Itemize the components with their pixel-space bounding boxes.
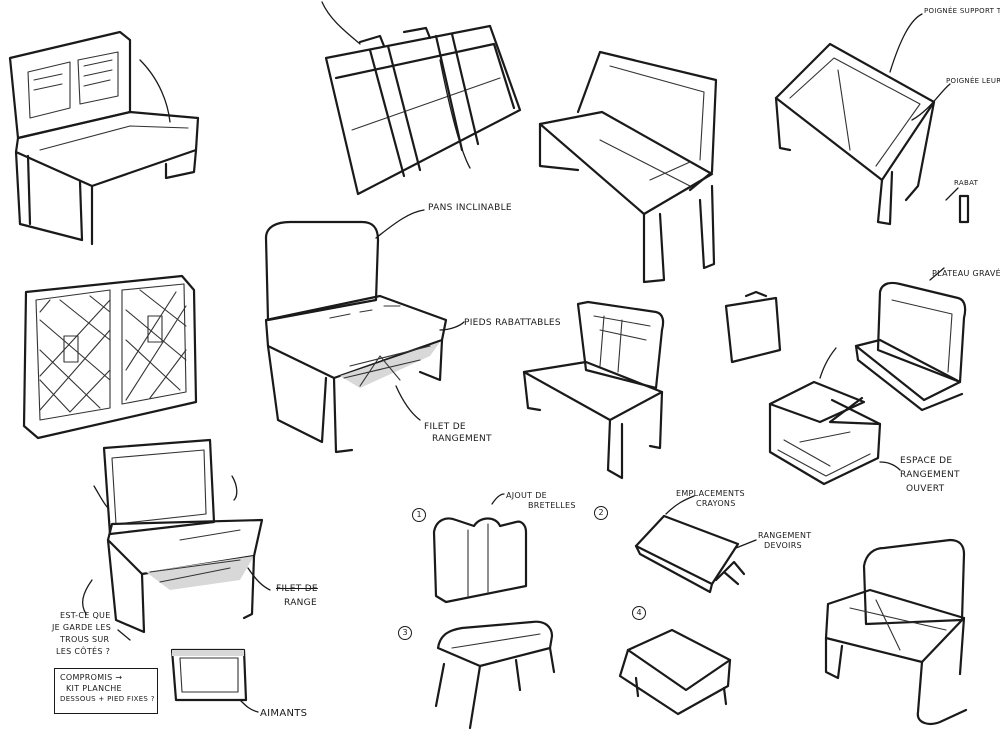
- note-rangement-devoirs-1: Rangement: [758, 531, 812, 540]
- sketch-writing-board-variant: [634, 495, 757, 594]
- question-leader: [117, 629, 131, 641]
- sketch-backpack-variant: [432, 493, 528, 604]
- note-emplacements-crayons-2: crayons: [696, 499, 736, 508]
- sketch-slanted-board: [774, 13, 970, 226]
- note-compromis-3: dessous + pied fixes ?: [60, 695, 155, 703]
- sketch-chair-backrest: [522, 300, 665, 480]
- note-espace-rangement-2: rangement: [900, 470, 960, 480]
- note-pieds-rabattables: Pieds rabattables: [464, 318, 561, 328]
- note-filet-rangement-2: rangement: [432, 434, 492, 444]
- sketch-central-bench: [264, 209, 465, 454]
- note-question-2: je garde les: [52, 623, 112, 632]
- note-poignee-leurs-taille: Poignée leurs taille: [946, 77, 1000, 85]
- note-ajout-bretelles-1: Ajout de: [506, 491, 548, 500]
- note-compromis-1: Compromis →: [60, 673, 123, 682]
- sketch-bench-backrest-open: [538, 50, 718, 284]
- note-question-4: les côtés ?: [56, 647, 111, 656]
- sketch-open-desk-bench: [8, 30, 200, 246]
- sketch-exploded-bench: [81, 438, 271, 634]
- note-espace-rangement-3: ouvert: [906, 484, 945, 494]
- step-number-3: 3: [398, 626, 412, 640]
- note-rangement-devoirs-2: devoirs: [764, 541, 802, 550]
- compromis-box: Compromis → Kit planche dessous + pied f…: [54, 668, 158, 714]
- sketch-open-storage-box: [768, 347, 901, 486]
- step-number-2: 2: [594, 506, 608, 520]
- note-filet-strike-1: Filet de: [276, 584, 318, 594]
- sketch-magnet-detail: [170, 648, 259, 713]
- sketch-box-feet-variant: [618, 628, 732, 716]
- step-number-4: 4: [632, 606, 646, 620]
- note-filet-rangement-1: Filet de: [424, 422, 466, 432]
- note-aimants: Aimants: [260, 708, 308, 719]
- note-emplacements-crayons-1: Emplacements: [676, 489, 745, 498]
- note-compromis-2: Kit planche: [66, 684, 122, 693]
- sketch-net-case: [22, 274, 198, 440]
- note-pans-inclinable: Pans inclinable: [428, 203, 512, 213]
- note-ajout-bretelles-2: bretelles: [528, 501, 576, 510]
- note-question-3: trous sur: [60, 635, 110, 644]
- note-filet-strike-2: range: [284, 598, 317, 608]
- note-poignee-support-taille: Poignée support taille: [924, 7, 1000, 15]
- sketch-small-case: [724, 290, 782, 364]
- note-plateau-grave: Plateau gravé: [932, 269, 1000, 278]
- sketch-sled-bench: [824, 538, 968, 725]
- note-rabat: Rabat: [954, 179, 979, 187]
- sketch-low-seat: [854, 267, 967, 412]
- step-number-1: 1: [412, 508, 426, 522]
- note-espace-rangement-1: Espace de: [900, 456, 953, 466]
- note-question-1: Est-ce que: [60, 611, 111, 620]
- sketch-small-table-variant: [434, 620, 556, 730]
- sketch-closed-case-straps: [321, 1, 522, 196]
